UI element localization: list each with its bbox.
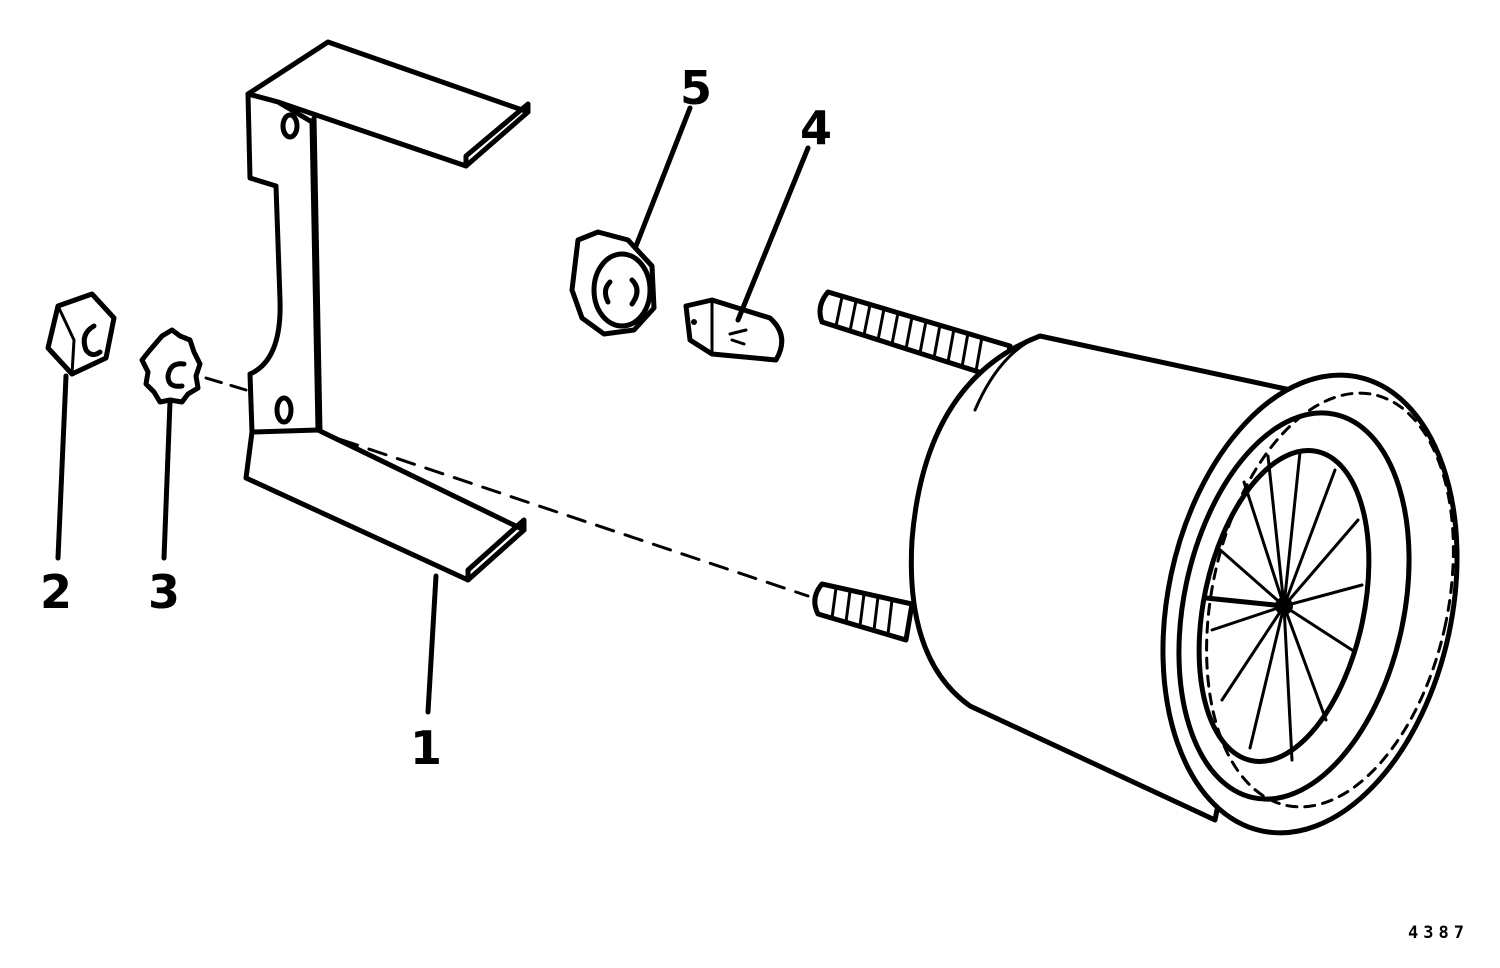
upper-stud <box>817 289 1013 383</box>
callout-5: 5 <box>680 61 712 115</box>
gauge-needle <box>1203 595 1287 609</box>
leader-line-4 <box>735 145 811 323</box>
gauge-assembly <box>812 289 1460 836</box>
hex-nut <box>45 291 117 377</box>
leader-line-2 <box>55 373 69 561</box>
figure-number: 4387 <box>1408 923 1469 943</box>
gauge-bezel <box>1160 372 1460 836</box>
lower-stud <box>812 581 915 643</box>
leader-line-3 <box>161 399 173 561</box>
assembly-centerline <box>204 376 248 392</box>
lock-washer <box>139 327 203 405</box>
assembly-centerline-lower <box>310 428 810 598</box>
callout-4: 4 <box>800 101 832 155</box>
leader-line-5 <box>633 105 693 249</box>
leader-line-1 <box>425 573 439 715</box>
callout-2: 2 <box>40 565 72 619</box>
gauge-dial-face <box>1196 448 1372 764</box>
wedge-bulb <box>683 297 785 363</box>
callout-1: 1 <box>410 721 442 775</box>
mounting-bracket <box>243 39 531 583</box>
callout-3: 3 <box>148 565 180 619</box>
bulb-socket <box>569 229 657 337</box>
